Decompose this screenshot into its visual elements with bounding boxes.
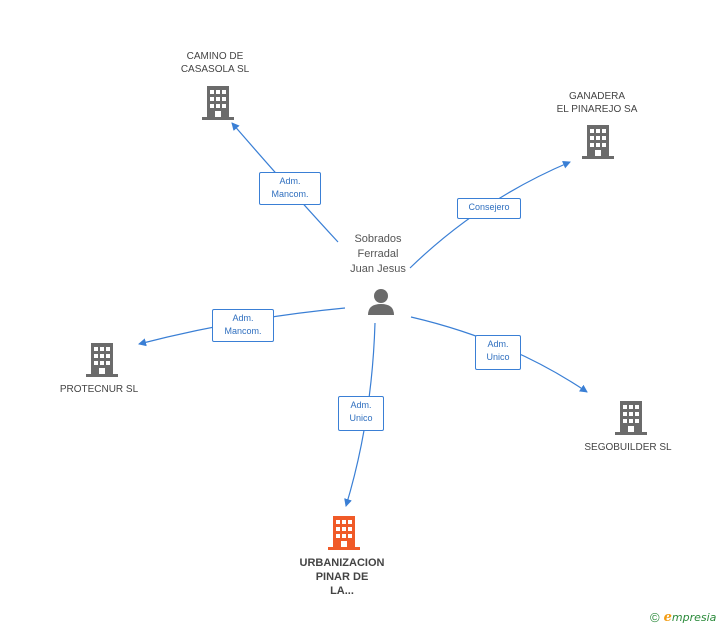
role-box-urbanizacion[interactable]: Adm. Unico (338, 396, 384, 431)
company-name-segobuilder[interactable]: SEGOBUILDER SL (584, 442, 672, 453)
brand-logo: empresia (663, 610, 717, 625)
building-icon[interactable] (86, 343, 118, 377)
building-icon[interactable] (328, 516, 360, 550)
company-name-camino[interactable]: CAMINO DE CASASOLA SL (180, 51, 250, 75)
role-box-protecnur[interactable]: Adm. Mancom. (212, 309, 274, 342)
footer-brand: © empresia (650, 610, 716, 625)
role-box-ganadera[interactable]: Consejero (457, 198, 521, 219)
building-icon[interactable] (582, 125, 614, 159)
role-box-camino[interactable]: Adm. Mancom. (259, 172, 321, 205)
person-icon[interactable] (366, 287, 396, 317)
building-icon[interactable] (615, 401, 647, 435)
copyright-icon: © (650, 610, 660, 625)
person-name[interactable]: Sobrados Ferradal Juan Jesus (350, 233, 406, 275)
company-name-ganadera[interactable]: GANADERA EL PINAREJO SA (556, 91, 638, 115)
building-icon[interactable] (202, 86, 234, 120)
company-name-protecnur[interactable]: PROTECNUR SL (59, 384, 139, 395)
role-box-segobuilder[interactable]: Adm. Unico (475, 335, 521, 370)
company-name-urbanizacion[interactable]: URBANIZACION PINAR DE LA... (299, 557, 385, 597)
